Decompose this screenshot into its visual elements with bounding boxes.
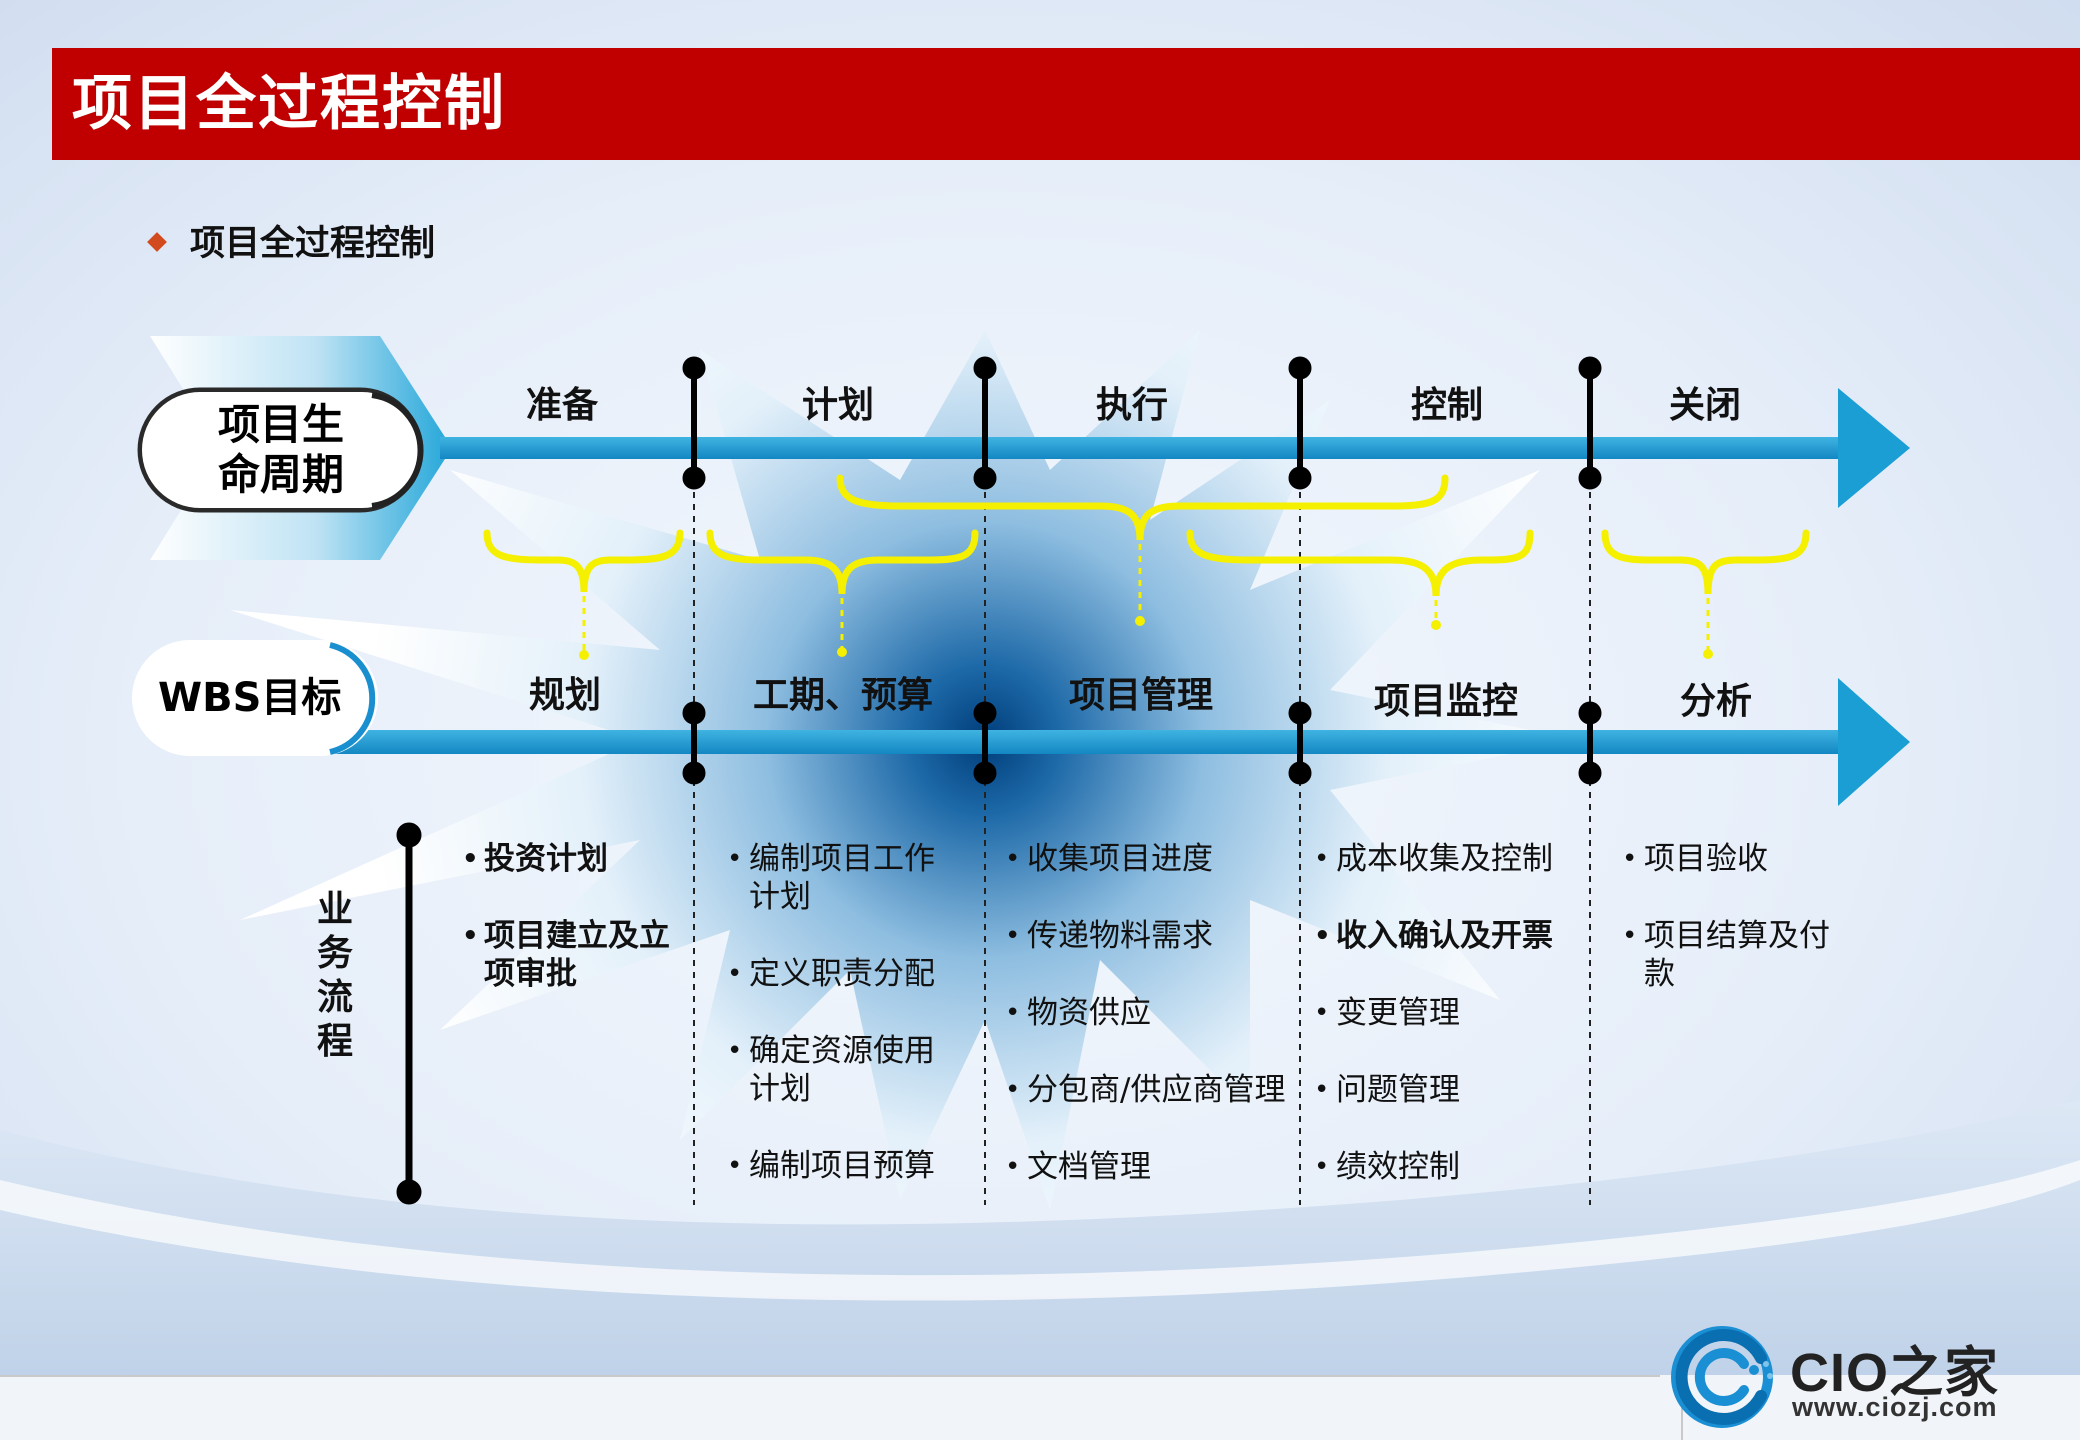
phase-label: 计划: [801, 385, 874, 426]
flow-label-char: 程: [316, 1021, 353, 1062]
diamond-bullet-icon: [147, 232, 167, 252]
phase-label: 准备: [525, 385, 598, 426]
process-column: 收集项目进度 传递物料需求 物资供应 分包商/供应商管理 文档管理: [1003, 840, 1293, 1225]
process-item: 收集项目进度: [1003, 840, 1293, 878]
process-column: 项目验收 项目结算及付款: [1620, 840, 1846, 1032]
phase-label: 执行: [1095, 385, 1168, 426]
process-column: 成本收集及控制 收入确认及开票 变更管理 问题管理 绩效控制: [1312, 840, 1592, 1225]
process-item: 变更管理: [1312, 994, 1592, 1032]
process-item: 分包商/供应商管理: [1003, 1071, 1293, 1109]
process-item: 项目建立及立项审批: [460, 917, 680, 993]
wbs-target-label: 规划: [528, 675, 601, 716]
wbs-target-label: 项目管理: [1068, 675, 1213, 716]
starburst: [230, 330, 1580, 1210]
title-bar: 项目全过程控制: [52, 48, 2080, 160]
process-item: 项目验收: [1620, 840, 1846, 878]
wbs-pill: [132, 640, 378, 756]
wbs-markers: [682, 701, 1602, 785]
lifecycle-markers: [682, 356, 1602, 490]
lifecycle-label-line-2: 命周期: [218, 450, 345, 499]
wbs-label: WBS目标: [158, 675, 342, 721]
wbs-arrow: [300, 678, 1910, 806]
flow-label: 业 务 流 程: [310, 888, 360, 1064]
wbs-target-label: 项目监控: [1373, 681, 1518, 722]
process-item: 定义职责分配: [725, 955, 951, 993]
lifecycle-label-line-1: 项目生: [218, 400, 345, 449]
phase-label: 关闭: [1668, 385, 1741, 426]
process-item: 收入确认及开票: [1312, 917, 1592, 955]
subtitle: 项目全过程控制: [147, 216, 436, 272]
process-item: 编制项目预算: [725, 1147, 951, 1185]
cio-logo: CIO之家 www.ciozj.com: [1666, 1322, 2036, 1432]
page-title: 项目全过程控制: [72, 69, 506, 139]
lifecycle-label: 项目生 命周期: [218, 400, 344, 500]
process-item: 物资供应: [1003, 994, 1293, 1032]
process-item: 项目结算及付款: [1620, 917, 1846, 993]
logo-name: CIO之家: [1790, 1343, 2000, 1403]
process-item: 确定资源使用计划: [725, 1032, 951, 1108]
flow-label-char: 业: [316, 889, 353, 930]
wbs-target-label: 工期、预算: [752, 675, 933, 716]
logo-url: www.ciozj.com: [1792, 1392, 1998, 1422]
process-item: 传递物料需求: [1003, 917, 1293, 955]
cio-logo-icon: [1671, 1326, 1773, 1428]
braces: [483, 474, 1810, 597]
lifecycle-arrow: [440, 388, 1910, 508]
process-item: 投资计划: [460, 840, 680, 878]
flow-label-char: 务: [316, 933, 353, 974]
process-column: 编制项目工作计划 定义职责分配 确定资源使用计划 编制项目预算: [725, 840, 951, 1224]
subtitle-text: 项目全过程控制: [190, 224, 436, 264]
wbs-target-label: 分析: [1679, 681, 1752, 722]
flow-marker: [396, 822, 422, 1205]
process-column: 投资计划 项目建立及立项审批: [460, 840, 680, 1032]
process-item: 成本收集及控制: [1312, 840, 1592, 878]
process-item: 问题管理: [1312, 1071, 1592, 1109]
phase-label: 控制: [1410, 385, 1483, 426]
process-item: 编制项目工作计划: [725, 840, 951, 916]
process-item: 绩效控制: [1312, 1148, 1592, 1186]
flow-label-char: 流: [316, 977, 353, 1018]
process-item: 文档管理: [1003, 1148, 1293, 1186]
brace-connectors: [579, 544, 1713, 660]
